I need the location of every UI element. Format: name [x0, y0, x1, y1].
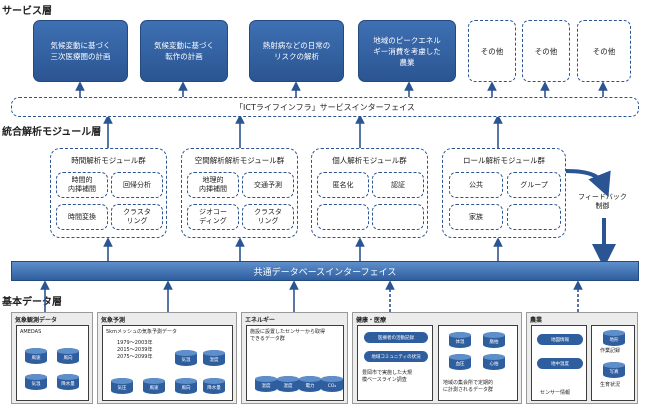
- arrow-feedback-curve: [565, 169, 611, 198]
- module-title: 個人解析モジュール群: [332, 156, 407, 165]
- module-title: 時間解析モジュール群: [71, 156, 146, 165]
- period-line: 2075〜2099年: [117, 354, 153, 360]
- panel-weather-forecast: 気象予測 5kmメッシュの気象予測データ 1979〜2003年 2015〜203…: [97, 312, 237, 404]
- base-layer-title: 基本データ層: [2, 297, 62, 308]
- inner-box: 施設に設置したセンサーから取得 できるデータ群 温度 湿度 電力 CO₂: [246, 325, 344, 401]
- panel-title: 健康・医療: [356, 317, 387, 324]
- db-cylinder: 湿度: [277, 376, 299, 392]
- db-cylinder: 心拍: [483, 354, 505, 370]
- panel-title: 気象観測データ: [15, 317, 58, 324]
- module-cell: 家族: [449, 204, 503, 230]
- db-cylinder: 地形: [603, 330, 625, 346]
- panel-title: エネルギー: [245, 317, 276, 324]
- db-interface-bar: 共通データベースインターフェイス: [11, 261, 639, 281]
- service-box-4: 地域のピークエネル ギー消費を考慮した 農業: [358, 20, 456, 82]
- periodic-measure-text: 地域の集会所で定期的 に計測されるデータ群: [443, 380, 494, 393]
- inner-box: AMEDAS 風速 風向 気温 降水量: [16, 325, 89, 401]
- module-cell: 匿名化: [317, 172, 369, 198]
- feedback-label: フィードバック 制御: [578, 193, 627, 210]
- module-cell: 認証: [372, 172, 424, 198]
- module-group-space: 空間解析解析モジュール群 地理的 内挿補間 交通予測 ジオコー ディング クラス…: [181, 148, 298, 238]
- module-cell: クラスタ リング: [111, 204, 163, 230]
- service-box-other-1: その他: [468, 20, 516, 82]
- inner-box: 5kmメッシュの気象予測データ 1979〜2003年 2015〜2039年 20…: [102, 325, 233, 401]
- period-line: 1979〜2003年: [117, 340, 153, 346]
- db-cylinder: 風向: [175, 378, 197, 394]
- panel-title: 農業: [530, 317, 543, 324]
- map-info-pill: 地図情報: [537, 334, 583, 345]
- module-cell: クラスタ リング: [242, 204, 294, 230]
- module-cell: [507, 204, 561, 230]
- panel-title: 気象予測: [101, 317, 126, 324]
- db-cylinder: 温度: [255, 376, 277, 392]
- analysis-layer-title: 統合解析モジュール層: [2, 127, 102, 138]
- module-cell: 回帰分析: [111, 172, 163, 198]
- work-record-text: 作業記録: [600, 348, 621, 354]
- module-cell: 公共: [449, 172, 503, 198]
- module-cell: [372, 204, 424, 230]
- db-cylinder: CO₂: [321, 376, 343, 392]
- module-cell: [317, 204, 369, 230]
- panel-health-medical: 健康・医療 医療者の活動記録 地域コミュニティの状況 豊岡市で実施した大規 模ベ…: [352, 312, 522, 404]
- module-cell: 地理的 内挿補間: [187, 172, 239, 198]
- db-cylinder: 電力: [299, 376, 321, 392]
- service-layer-title: サービス層: [2, 6, 52, 17]
- db-cylinder: 湿度: [203, 350, 225, 366]
- db-cylinder: 降水量: [57, 374, 79, 390]
- panel-weather-observation: 気象観測データ AMEDAS 風速 風向 気温 降水量: [11, 312, 93, 404]
- inner-box-right: 体温 脈拍 血圧 心拍 地域の集会所で定期的 に計測されるデータ群: [438, 325, 518, 401]
- db-cylinder: 体温: [449, 332, 471, 348]
- module-group-role: ロール解析モジュール群 公共 グループ 家族: [442, 148, 566, 238]
- module-cell: 時間的 内挿補間: [56, 172, 108, 198]
- db-cylinder: 気温: [25, 374, 47, 390]
- service-box-1: 気候変動に基づく 三次医療圏の計画: [33, 20, 128, 82]
- record-pill: 医療者の活動記録: [364, 332, 428, 343]
- inner-box-left: 地図情報 地中温度 センサー情報: [531, 325, 587, 401]
- period-line: 2015〜2039年: [117, 347, 153, 353]
- growth-status-text: 生育状況: [600, 382, 621, 388]
- module-cell: ジオコー ディング: [187, 204, 239, 230]
- service-box-3: 熱射病などの日常の リスクの解析: [249, 20, 344, 82]
- db-cylinder: 写真: [603, 362, 625, 378]
- module-cell: 交通予測: [242, 172, 294, 198]
- db-cylinder: 降水量: [203, 378, 225, 394]
- panel-energy: エネルギー 施設に設置したセンサーから取得 できるデータ群 温度 湿度 電力 C…: [241, 312, 348, 404]
- db-cylinder: 脈拍: [483, 332, 505, 348]
- service-interface-bar: 「ICTライフインフラ」サービスインターフェイス: [11, 97, 639, 117]
- module-group-time: 時間解析モジュール群 時間的 内挿補間 回帰分析 時間変換 クラスタ リング: [50, 148, 167, 238]
- survey-text: 豊岡市で実施した大規 模ベースライン調査: [362, 370, 413, 383]
- module-group-personal: 個人解析モジュール群 匿名化 認証: [311, 148, 428, 238]
- service-box-other-2: その他: [522, 20, 570, 82]
- soil-temp-pill: 地中温度: [537, 358, 583, 369]
- inner-box-left: 医療者の活動記録 地域コミュニティの状況 豊岡市で実施した大規 模ベースライン調…: [357, 325, 433, 401]
- module-title: ロール解析モジュール群: [463, 156, 545, 165]
- db-cylinder: 気温: [175, 350, 197, 366]
- sensor-info-text: センサー情報: [540, 390, 571, 396]
- inner-title: 5kmメッシュの気象予測データ: [106, 329, 177, 335]
- service-box-other-3: その他: [577, 20, 631, 82]
- inner-title: AMEDAS: [20, 329, 42, 335]
- module-title: 空間解析解析モジュール群: [194, 156, 285, 165]
- db-cylinder: 気圧: [111, 378, 133, 394]
- service-box-2: 気候変動に基づく 転作の計画: [140, 20, 228, 82]
- db-cylinder: 風速: [25, 348, 47, 364]
- record-pill: 地域コミュニティの状況: [364, 351, 428, 362]
- panel-agriculture: 農業 地図情報 地中温度 センサー情報 地形 作業記録 写真 生育状況: [526, 312, 638, 404]
- db-cylinder: 風速: [143, 378, 165, 394]
- inner-box-right: 地形 作業記録 写真 生育状況: [591, 325, 635, 401]
- db-cylinder: 血圧: [449, 354, 471, 370]
- module-cell: 時間変換: [56, 204, 108, 230]
- module-cell: グループ: [507, 172, 561, 198]
- inner-title: 施設に設置したセンサーから取得 できるデータ群: [250, 329, 326, 342]
- db-cylinder: 風向: [57, 348, 79, 364]
